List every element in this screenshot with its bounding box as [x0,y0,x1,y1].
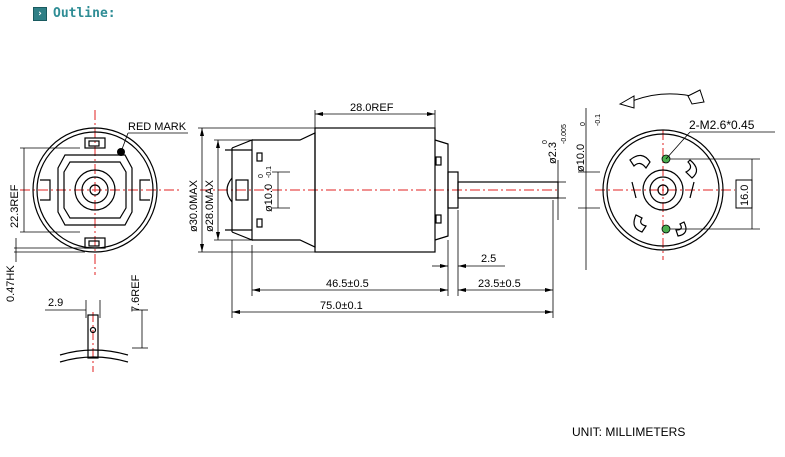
rear-boss-tol-top: 0 [580,122,587,126]
dim-2-5-label: 2.5 [481,253,496,265]
rear-view [602,129,724,251]
dim-0-47-label: 0.47HK [5,265,17,302]
dim-28-ref-label: 28.0REF [350,102,394,114]
dim-dia-10-label: ø10.0 [263,184,275,212]
red-mark-label: RED MARK [128,121,187,133]
dim-dia-30-label: ø30.0MAX [188,179,200,232]
rear-boss-tol-bottom: -0.1 [595,114,602,126]
front-view [32,127,158,253]
dim-2-9-label: 2.9 [48,297,63,309]
dim-75-label: 75.0±0.1 [320,300,363,312]
centerlines [20,110,735,372]
dim-shaft-dia-label: ø2.3 [547,142,559,164]
front-terminal-bottom [84,237,106,249]
screw-hole-bottom [661,224,671,234]
dim-shaft-tol-top: 0 [542,140,549,144]
dim-23-5-label: 23.5±0.5 [478,278,521,290]
front-outer-circle [32,127,158,253]
dim-16-label: 16.0 [739,185,751,206]
rotation-arrow-head [618,95,635,109]
dim-dia-28-label: ø28.0MAX [204,179,216,232]
unit-label: UNIT: MILLIMETERS [572,425,686,439]
dim-dia-10-tol-bottom: -0.1 [266,166,273,178]
dim-7-6-label: 7.6REF [130,274,142,312]
terminal-detail [59,314,129,363]
dim-22-3-label: 22.3REF [9,184,21,228]
rear-outer-circle [602,129,724,251]
outline-header: › Outline: [33,6,116,21]
dim-dia-10-tol-top: 0 [258,174,265,178]
screw-holes-label: 2-M2.6*0.45 [689,118,755,132]
dim-shaft-tol-bottom: -0.005 [561,124,568,144]
front-terminal-top [84,137,106,149]
rear-boss [642,169,684,211]
expand-icon[interactable]: › [33,6,47,21]
outline-title: Outline: [53,6,116,21]
motor-can [314,127,436,253]
rear-boss-dia-label: ø10.0 [575,144,587,172]
dim-46-5-label: 46.5±0.5 [326,278,369,290]
